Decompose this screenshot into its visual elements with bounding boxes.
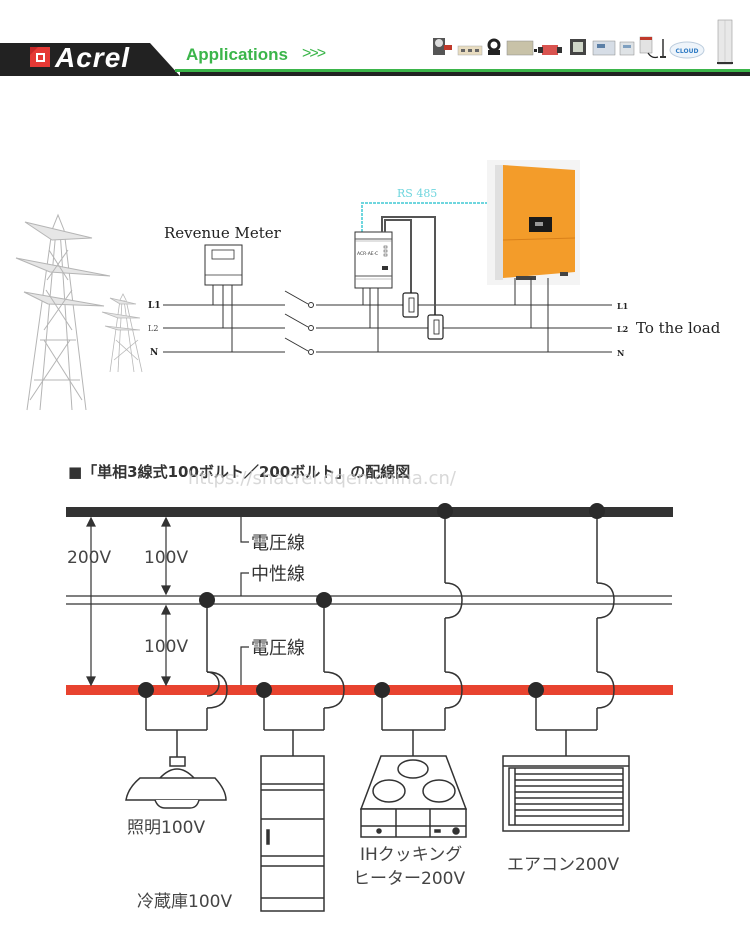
label-neutral-line: 中性線 <box>251 564 305 585</box>
appliance-label-ih-line1: IHクッキング <box>360 845 462 865</box>
voltage-line-top <box>66 507 673 517</box>
solar-inverter-icon <box>487 160 580 285</box>
label-100v-bottom: 100V <box>144 637 188 657</box>
voltage-line-bottom <box>66 685 673 695</box>
meter-module-icon <box>506 40 537 56</box>
appliance-label-refrigerator: 冷蔵庫100V <box>137 892 232 912</box>
cloud-label: CLOUD <box>676 48 699 55</box>
junction-node <box>316 592 332 608</box>
branch-wiring-lamp <box>145 600 228 757</box>
junction-node <box>589 503 605 519</box>
callout-leaders <box>240 517 249 685</box>
din-meter-icon <box>592 40 616 56</box>
inverter-wires <box>514 278 549 352</box>
air-conditioner-icon <box>502 755 630 832</box>
to-the-load-label: To the load <box>636 319 721 337</box>
watermark-text: https://shacrel.dqen.china.cn/ <box>188 468 457 489</box>
label-voltage-line-bottom: 電圧線 <box>251 638 305 659</box>
line-label-l2-left: L2 <box>148 324 158 333</box>
label-100v-top: 100V <box>144 548 188 568</box>
breaker-switch-icon <box>284 290 314 355</box>
rs485-cable <box>361 202 497 232</box>
appliance-label-ih-line2: ヒーター200V <box>353 869 465 889</box>
junction-node <box>199 592 215 608</box>
antenna-icon <box>660 39 666 58</box>
junction-node <box>437 503 453 519</box>
revenue-meter-icon <box>204 244 243 286</box>
appliance-label-aircon: エアコン200V <box>507 855 619 875</box>
cabinet-icon <box>717 19 733 65</box>
junction-node <box>374 682 390 698</box>
header-green-rule <box>175 69 750 72</box>
section-arrows: >>> <box>302 45 326 62</box>
line-label-n-right: N <box>617 348 624 358</box>
wiring-diagram-title: ■「単相3線式100ボルト／200ボルト」の配線図 <box>68 463 410 481</box>
ct-signal-wires <box>381 216 436 315</box>
ceiling-lamp-icon <box>125 756 227 809</box>
multi-ct-icon <box>457 45 483 56</box>
brand-name: Acrel <box>55 42 131 73</box>
section-label: Applications <box>186 45 289 64</box>
transmission-tower-small-icon <box>101 293 143 373</box>
ring-ct-icon <box>487 38 501 55</box>
label-200v: 200V <box>67 548 111 568</box>
branch-wiring-ih-heater <box>381 512 463 756</box>
branch-wiring-fridge <box>263 600 345 756</box>
solar-metering-diagram: Revenue Meter L1 L2 N RS 485 ACR·AE·C <box>15 160 721 411</box>
branch-wiring-aircon <box>535 512 615 756</box>
split-ct-icon <box>538 45 562 55</box>
line-label-n-left: N <box>150 348 158 358</box>
gateway-icon <box>639 36 659 59</box>
label-voltage-line-top: 電圧線 <box>251 533 305 554</box>
neutral-line <box>66 595 672 605</box>
rs485-label: RS 485 <box>397 187 437 200</box>
appliance-label-lighting: 照明100V <box>127 818 205 838</box>
junction-node <box>256 682 272 698</box>
line-label-l2-right: L2 <box>617 324 628 334</box>
header-banner: Acrel Applications >>> <box>0 0 750 80</box>
transmission-tower-large-icon <box>15 213 111 411</box>
ct-clamp-icon <box>433 38 452 55</box>
dimension-100v-top <box>161 516 171 596</box>
junction-node <box>138 682 154 698</box>
line-label-l1-right: L1 <box>617 301 628 311</box>
din-meter-small-icon <box>619 41 635 56</box>
product-strip: CLOUD <box>433 19 733 65</box>
energy-meter-din-icon: ACR·AE·C <box>354 231 393 289</box>
junction-node <box>528 682 544 698</box>
ih-cooking-heater-icon <box>359 755 468 838</box>
dimension-200v <box>86 516 96 687</box>
header-dark-rule <box>180 72 750 76</box>
current-transformer-l1-icon <box>402 292 419 318</box>
refrigerator-icon <box>260 755 325 912</box>
revenue-meter-wires <box>212 285 233 352</box>
energy-meter-model-label: ACR·AE·C <box>357 251 378 257</box>
dimension-100v-bottom <box>161 604 171 687</box>
revenue-meter-label: Revenue Meter <box>164 224 282 242</box>
panel-meter-icon <box>570 39 586 55</box>
energy-meter-wires <box>362 288 379 352</box>
current-transformer-l2-icon <box>427 314 444 340</box>
single-phase-three-wire-diagram: ■「単相3線式100ボルト／200ボルト」の配線図 https://shacre… <box>66 463 673 912</box>
line-label-l1-left: L1 <box>148 301 161 311</box>
cloud-icon: CLOUD <box>669 41 705 59</box>
acrel-logo-icon <box>30 47 50 67</box>
